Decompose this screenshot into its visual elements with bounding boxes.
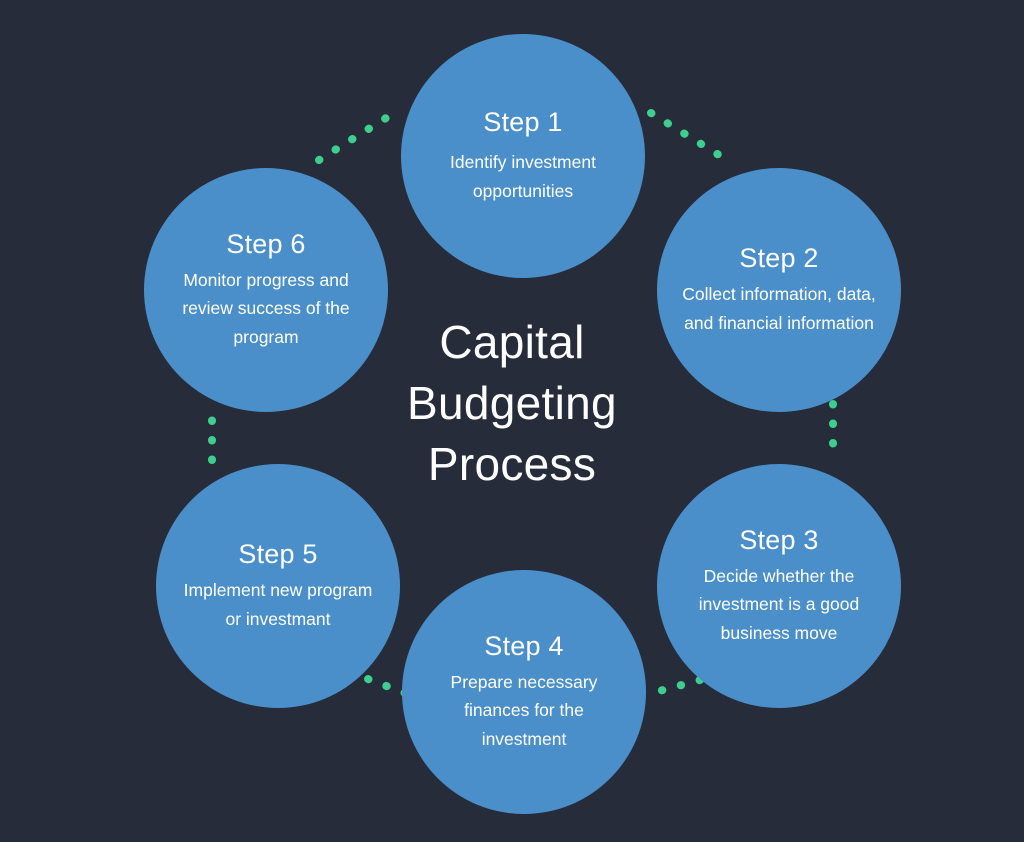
step-node-5[interactable]: Step 5 Implement new program or investma… <box>156 464 400 708</box>
connector-4-to-5 <box>356 672 409 697</box>
step-node-1[interactable]: Step 1 Identify investment opportunities <box>401 34 645 278</box>
step-2-description: Collect information, data, and financial… <box>682 284 876 333</box>
step-node-4[interactable]: Step 4 Prepare necessary finances for th… <box>402 570 646 814</box>
connector-3-to-4 <box>648 676 704 697</box>
connector-6-to-1 <box>315 109 398 164</box>
center-title-line-3: Process <box>427 438 597 491</box>
step-4-title: Step 4 <box>484 630 564 661</box>
step-6-title: Step 6 <box>226 228 306 259</box>
center-title-line-1: Capital <box>439 316 585 368</box>
step-3-description: Decide whether the investment is a good … <box>698 566 860 643</box>
step-6-description: Monitor progress and review success of t… <box>182 270 350 347</box>
center-title-line-2: Budgeting <box>407 377 617 430</box>
step-5-description: Implement new program or investmant <box>183 580 373 629</box>
diagram-center-title: Capital Budgeting Process <box>312 312 712 496</box>
step-3-title: Step 3 <box>739 524 819 555</box>
step-4-description: Prepare necessary finances for the inves… <box>450 672 598 749</box>
step-2-title: Step 2 <box>739 243 819 274</box>
step-1-title: Step 1 <box>483 107 563 138</box>
connector-1-to-2 <box>647 109 731 164</box>
step-node-3[interactable]: Step 3 Decide whether the investment is … <box>657 464 901 708</box>
step-5-title: Step 5 <box>238 539 318 570</box>
step-node-6[interactable]: Step 6 Monitor progress and review succe… <box>144 168 388 412</box>
step-1-description: Identify investment opportunities <box>450 152 596 201</box>
step-node-2[interactable]: Step 2 Collect information, data, and fi… <box>657 168 901 412</box>
